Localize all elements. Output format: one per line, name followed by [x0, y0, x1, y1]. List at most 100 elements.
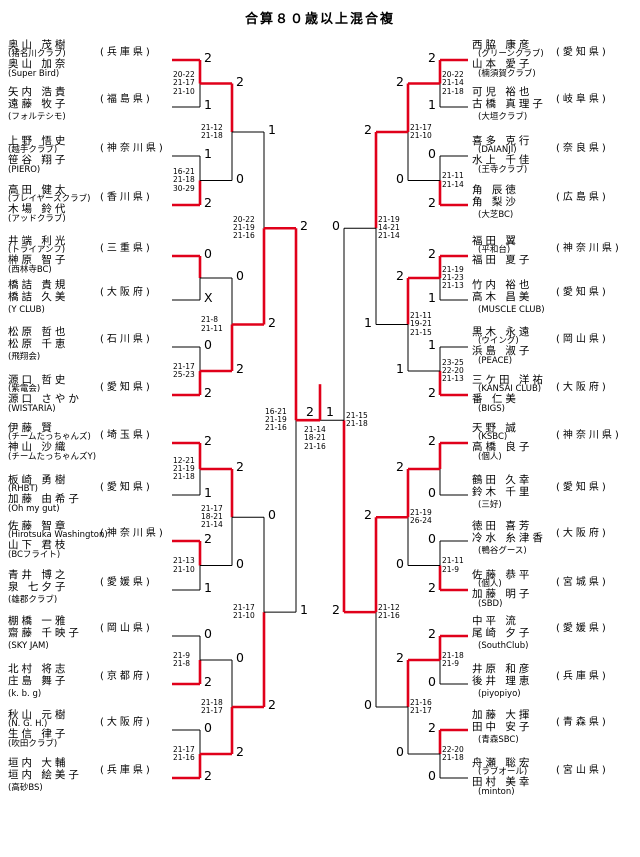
game-score: 21-11 — [201, 323, 223, 333]
game-score: 14-21 — [378, 223, 400, 233]
game-score: 21-17 — [201, 503, 223, 513]
match-result: 2 — [364, 122, 372, 137]
club-name: (MUSCLE CLUB) — [478, 305, 545, 315]
player-name: 山本 愛子 — [472, 58, 533, 70]
player-name: 笹谷 翔子 — [8, 154, 69, 166]
player-name: 青井 博之 — [8, 569, 69, 581]
prefecture: (神奈川県) — [556, 430, 622, 441]
club-name: (SouthClub) — [478, 641, 529, 651]
game-score: 21-10 — [233, 611, 255, 621]
club-name: (BIGS) — [478, 404, 505, 414]
match-result: 2 — [204, 433, 212, 448]
game-score: 21-17 — [173, 78, 195, 88]
match-result: 1 — [428, 290, 436, 305]
club-name: (RHBT) — [8, 484, 38, 494]
match-result: 2 — [428, 626, 436, 641]
game-score: 21-13 — [442, 374, 464, 384]
game-score: 21-19 — [173, 463, 195, 473]
club-name: (王寺クラブ) — [478, 165, 528, 175]
club-name: (Y CLUB) — [8, 305, 45, 315]
player-name: 垣内 大輔 — [8, 757, 69, 769]
club-name: (大垣クラブ) — [478, 112, 528, 122]
player-name: 天野 誠 — [472, 422, 519, 434]
prefecture: (岐阜県) — [556, 94, 609, 105]
match-result: 2 — [428, 246, 436, 261]
player-name: 浜島 淑子 — [472, 345, 533, 357]
player-name: 三ケ田 洋祐 — [472, 374, 546, 386]
match-result: 2 — [204, 768, 212, 783]
club-name: (青森SBC) — [478, 735, 519, 745]
game-score: 20-22 — [233, 214, 255, 224]
match-result: 1 — [204, 580, 212, 595]
game-score: 21-19 — [442, 264, 464, 274]
game-score: 21-16 — [173, 753, 195, 762]
player-name: 遠藤 牧子 — [8, 98, 69, 110]
game-score: 21-12 — [378, 602, 400, 612]
player-name: 木場 鈴代 — [8, 203, 69, 215]
club-name: (雄郡クラブ) — [8, 595, 58, 605]
game-score: 21-18 — [173, 472, 195, 482]
game-score: 21-15 — [410, 327, 432, 337]
game-score: 30-29 — [173, 183, 195, 193]
match-result: 1 — [428, 97, 436, 112]
club-name: (BCフライト) — [8, 550, 61, 560]
match-result: 2 — [428, 720, 436, 735]
prefecture: (大阪府) — [556, 382, 609, 393]
game-score: 21-23 — [442, 272, 464, 282]
prefecture: (宮城県) — [556, 577, 609, 588]
club-name: (Oh my gut) — [8, 504, 60, 514]
prefecture: (青森県) — [556, 717, 609, 728]
page-title: 合算８０歳以上混合複 — [244, 12, 395, 27]
player-name: 佐藤 智章 — [8, 520, 69, 532]
prefecture: (大阪府) — [100, 287, 153, 298]
game-score: 21-18 — [442, 86, 464, 96]
game-score: 18-21 — [304, 433, 326, 443]
game-score: 21-18 — [201, 697, 223, 707]
prefecture: (神奈川県) — [556, 243, 622, 254]
player-name: 角 梨沙 — [472, 196, 519, 208]
player-name: 橋詰 久美 — [8, 291, 69, 303]
player-name: 中平 流 — [472, 615, 519, 627]
game-score: 21-17 — [201, 706, 223, 715]
player-name: 可児 裕也 — [472, 86, 533, 98]
player-name: 加藤 明子 — [472, 588, 533, 600]
prefecture: (岡山県) — [100, 623, 153, 634]
game-score: 16-21 — [173, 167, 195, 177]
game-score: 21-10 — [173, 86, 195, 96]
player-name: 松原 哲也 — [8, 326, 69, 338]
game-score: 26-24 — [410, 516, 432, 526]
match-result: 2 — [396, 268, 404, 283]
club-name: (ブレイヤーズクラブ) — [8, 194, 91, 204]
match-result: 2 — [428, 195, 436, 210]
game-score: 21-10 — [173, 564, 195, 574]
club-name: (k. b. g) — [8, 689, 42, 699]
player-name: 鈴木 千里 — [472, 486, 533, 498]
match-result: 0 — [428, 674, 436, 689]
player-name: 佐藤 恭平 — [472, 569, 533, 581]
game-score: 21-8 — [173, 659, 191, 668]
match-result: 0 — [364, 697, 372, 712]
player-name: 上野 悟史 — [8, 135, 69, 147]
match-result: 2 — [204, 195, 212, 210]
match-result: 0 — [396, 555, 404, 571]
prefecture: (大阪府) — [556, 528, 609, 539]
game-score: 21-14 — [201, 520, 223, 530]
prefecture: (兵庫県) — [100, 47, 153, 58]
club-name: (PIERO) — [8, 165, 41, 175]
player-name: 水上 千佳 — [472, 154, 533, 166]
game-score: 21-9 — [173, 650, 191, 660]
club-name: (平和台) — [478, 245, 511, 255]
match-result: 0 — [428, 768, 436, 783]
match-result: 2 — [236, 459, 244, 474]
prefecture: (福島県) — [100, 94, 153, 105]
game-score: 21-17 — [173, 744, 195, 754]
